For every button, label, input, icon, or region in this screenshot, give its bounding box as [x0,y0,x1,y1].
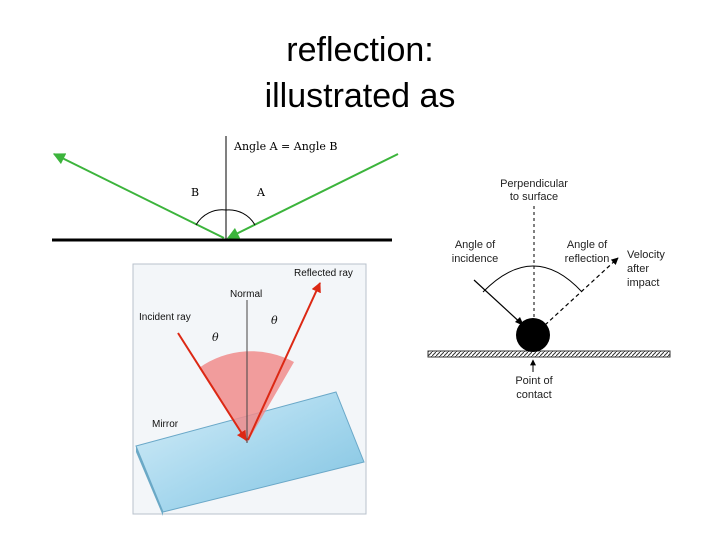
theta-left-label: θ [212,331,219,344]
contact-label-line-2: contact [516,389,551,401]
normal-label: Normal [230,289,262,300]
incidence-label-line-1: Angle of [455,239,496,251]
velocity-label-line-3: impact [627,277,659,289]
diagram-mirror: Reflected ray Normal Incident ray θ θ Mi… [132,263,367,516]
mirror-label: Mirror [152,419,179,430]
incident-ray-red [177,332,247,441]
outgoing-velocity-line [544,257,619,326]
label-b: B [191,186,199,199]
ball [516,318,550,352]
diagram-green-reflection: Angle A = Angle B B A [52,136,399,242]
velocity-label-line-1: Velocity [627,249,665,261]
incident-ray-label: Incident ray [139,312,191,323]
diagram-ball-impact: Perpendicular to surface Angle of incide… [427,178,671,401]
reflected-ray-red [247,282,321,441]
slide-title-line-1: reflection: [286,31,434,69]
reflection-label-line-2: reflection [565,253,610,265]
equation-label: Angle A = Angle B [233,140,337,153]
incident-ray-green [226,153,399,239]
reflected-ray-green [52,153,225,239]
angle-arc-a [225,209,256,226]
incidence-label-line-2: incidence [452,253,498,265]
perpendicular-label-line-1: Perpendicular [500,178,568,190]
theta-right-label: θ [271,314,278,327]
perpendicular-label-line-2: to surface [510,191,558,203]
velocity-label-line-2: after [627,263,649,275]
reflected-ray-label: Reflected ray [294,268,353,279]
ground-surface [427,350,671,358]
incoming-velocity-line [473,279,525,327]
contact-label-line-1: Point of [515,375,553,387]
angle-arc-b [195,209,227,226]
slide-title-line-2: illustrated as [264,77,456,115]
reflection-label-line-1: Angle of [567,239,608,251]
label-a: A [256,186,266,199]
mirror-edge [136,446,163,516]
angle-arc-ball [482,265,583,293]
